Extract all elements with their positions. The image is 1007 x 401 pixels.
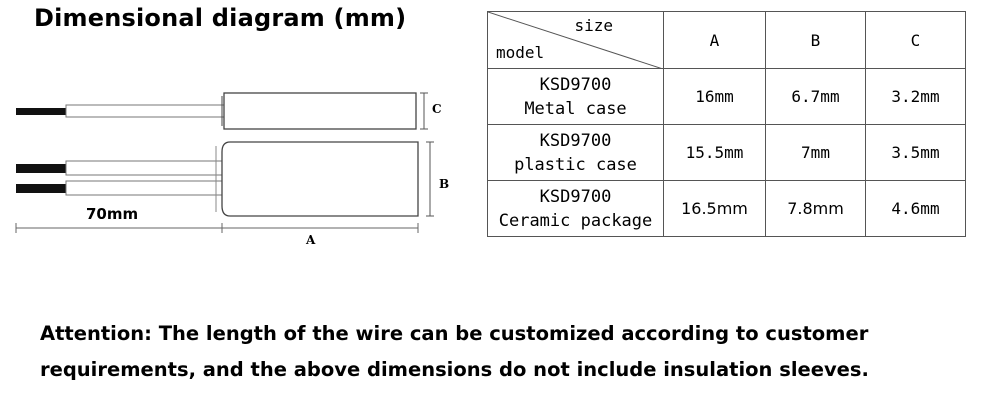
table-row: KSD9700 plastic case 15.5mm 7mm 3.5mm	[487, 124, 966, 181]
plastic-case-sensor: B	[16, 141, 449, 217]
model-name: KSD9700	[539, 186, 612, 207]
dim-a-label: A	[305, 233, 316, 247]
model-cell: KSD9700 plastic case	[487, 124, 664, 181]
header-size-label: size	[574, 16, 613, 35]
column-header-a: A	[663, 11, 766, 69]
wire-black-2	[16, 184, 68, 193]
attention-note: Attention: The length of the wire can be…	[40, 322, 869, 381]
model-name: KSD9700	[539, 130, 612, 151]
dim-b-label: B	[439, 177, 449, 191]
value-a: 16mm	[663, 68, 766, 125]
metal-case-sensor: C	[16, 92, 442, 130]
value-c: 3.2mm	[865, 68, 966, 125]
value-c: 4.6mm	[865, 180, 966, 237]
model-name: KSD9700	[539, 74, 612, 95]
model-type: plastic case	[514, 154, 637, 175]
value-b: 6.7mm	[765, 68, 866, 125]
page-title: Dimensional diagram (mm)	[34, 4, 407, 32]
column-header-c: C	[865, 11, 966, 69]
value-a: 16.5mm	[663, 180, 766, 237]
model-cell: KSD9700 Ceramic package	[487, 180, 664, 237]
value-b: 7mm	[765, 124, 866, 181]
table-row: KSD9700 Metal case 16mm 6.7mm 3.2mm	[487, 68, 966, 125]
header-diagonal-cell: size model	[487, 11, 664, 69]
value-b: 7.8mm	[765, 180, 866, 237]
wire-sheath-top	[65, 104, 227, 118]
case-body-bottom	[221, 141, 419, 217]
wire-length-label: 70mm	[86, 205, 138, 223]
value-c: 3.5mm	[865, 124, 966, 181]
header-model-label: model	[496, 43, 545, 62]
model-type: Metal case	[524, 98, 627, 119]
model-cell: KSD9700 Metal case	[487, 68, 664, 125]
dimensional-drawing: C B 70mm A	[15, 92, 449, 247]
value-a: 15.5mm	[663, 124, 766, 181]
model-type: Ceramic package	[498, 210, 653, 231]
dim-c-label: C	[432, 102, 442, 116]
wire-sheath-1	[65, 160, 227, 176]
table-row: KSD9700 Ceramic package 16.5mm 7.8mm 4.6…	[487, 180, 966, 237]
case-body-top	[223, 92, 417, 130]
length-dimension: 70mm A	[15, 205, 419, 247]
wire-black-top	[16, 108, 68, 115]
column-header-b: B	[765, 11, 866, 69]
wire-sheath-2	[65, 180, 227, 196]
table-header-row: size model A B C	[487, 11, 966, 69]
wire-black-1	[16, 164, 68, 173]
dimension-table: size model A B C KSD9700 Metal case 16mm…	[487, 11, 966, 237]
